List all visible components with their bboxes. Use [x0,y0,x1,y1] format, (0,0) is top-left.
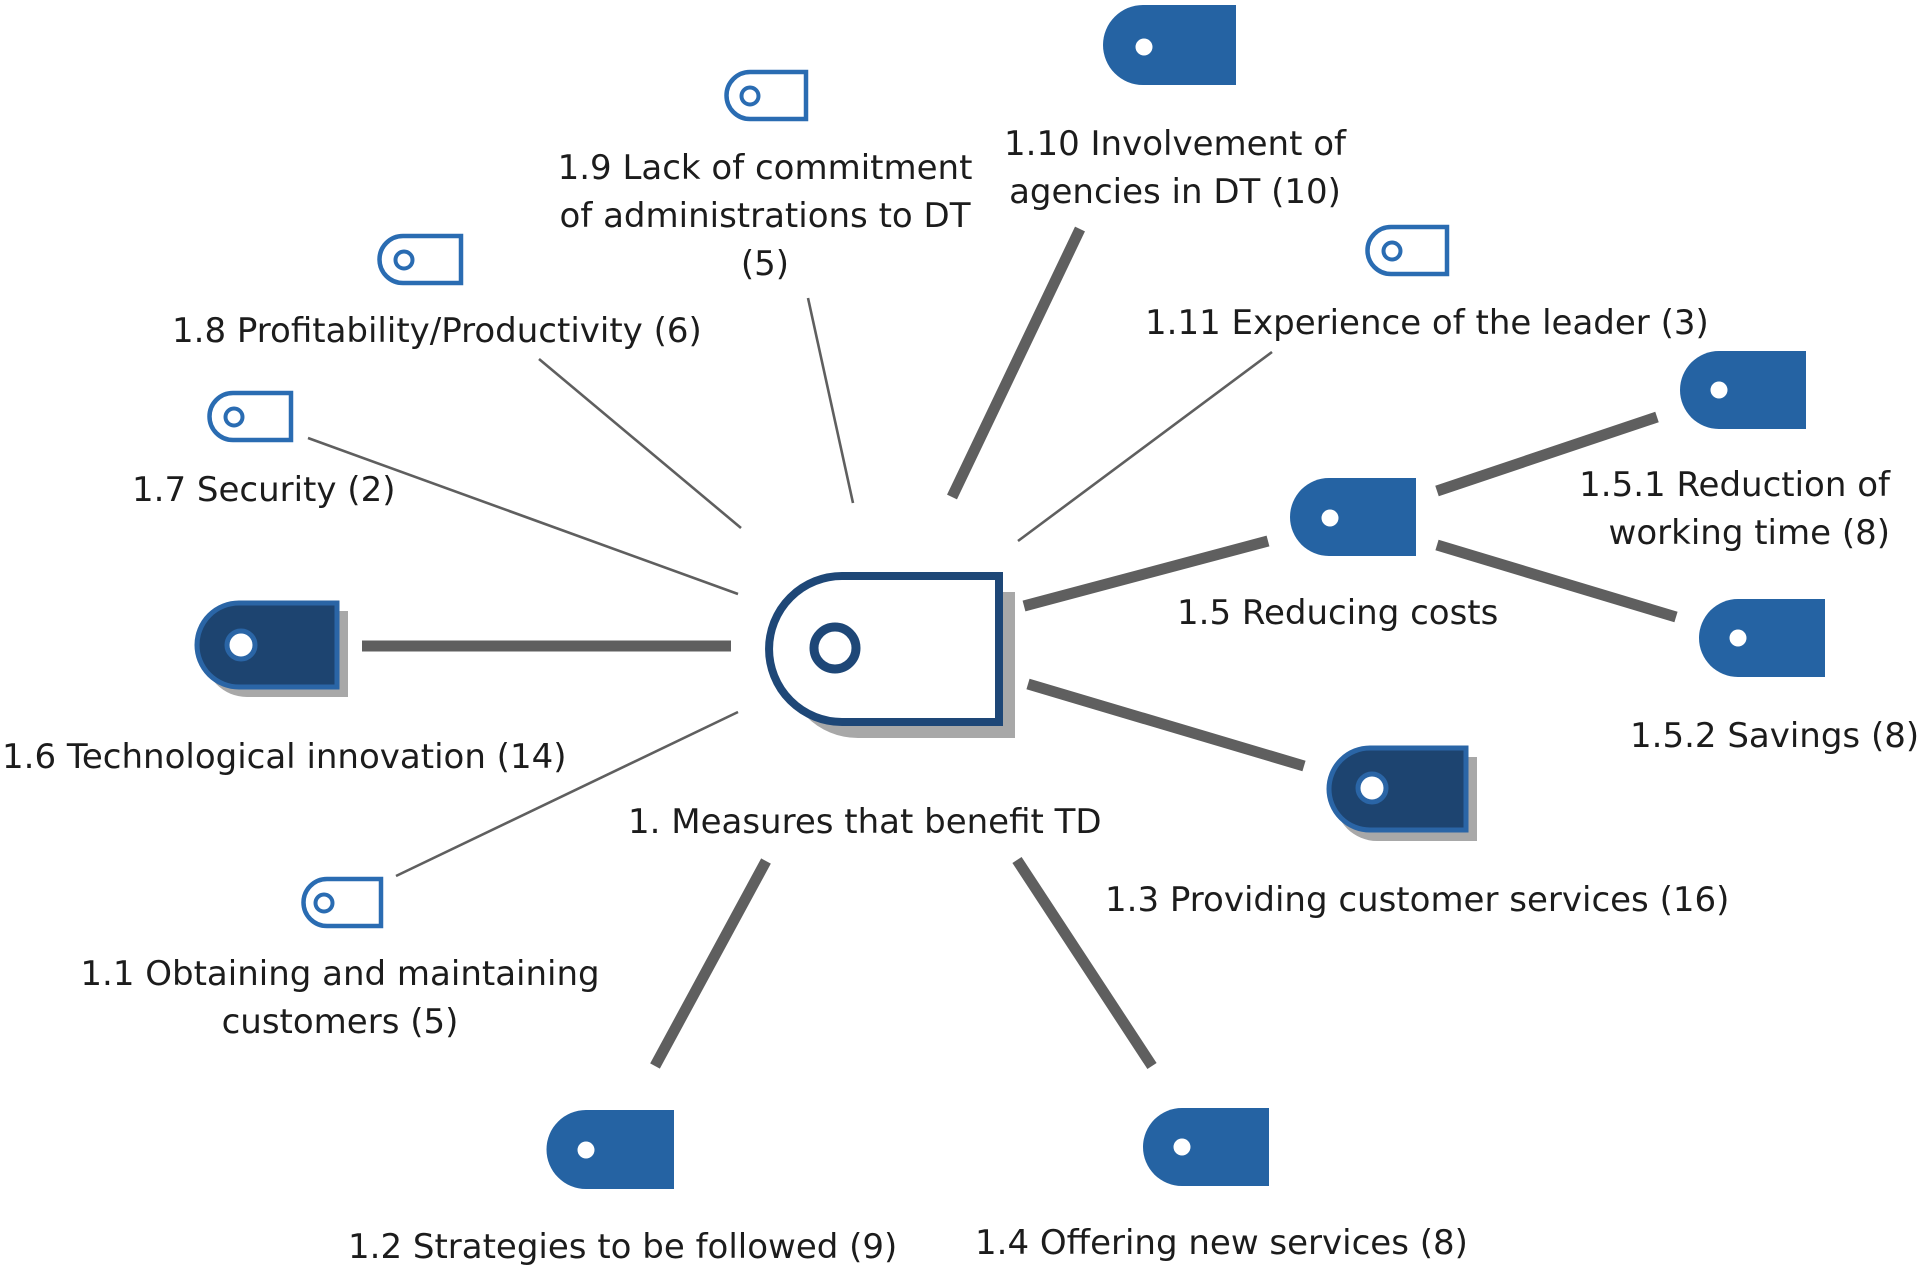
label-1-2: 1.2 Strategies to be followed (9) [348,1227,898,1267]
node-1-5-1-solid-icon [1680,351,1806,429]
node-1-4-solid-icon [1143,1108,1269,1186]
edge-center-to-1-8 [538,358,742,529]
edge-center-to-1-1 [395,710,739,878]
edge-center-to-1-7 [307,436,739,596]
node-1-6-dark-icon [194,600,348,697]
edge-center-to-1-3 [1026,678,1306,772]
node-1-1-outline-icon [301,876,384,929]
node-1-8-outline-icon [377,233,464,286]
label-1-8: 1.8 Profitability/Productivity (6) [172,311,702,351]
label-1-4: 1.4 Offering new services (8) [975,1223,1468,1263]
node-1-10-solid-icon [1103,5,1236,85]
node-1-5-solid-icon [1290,478,1416,556]
edge-center-to-1-4 [1012,856,1157,1070]
node-1-7-outline-icon [207,390,294,443]
label-1-11: 1.11 Experience of the leader (3) [1145,303,1709,343]
node-1-2-solid-icon [546,1110,674,1189]
edge-center-to-1-11 [1017,350,1273,543]
label-1-7: 1.7 Security (2) [132,470,396,510]
edge-center-to-1-9 [806,297,855,504]
edge-center-to-1-10 [947,226,1085,500]
label-center: 1. Measures that benefit TD [628,802,1102,842]
label-1-3: 1.3 Providing customer services (16) [1105,880,1730,920]
label-1-5-2: 1.5.2 Savings (8) [1630,716,1919,756]
center-node-icon [765,572,1015,738]
node-1-5-2-solid-icon [1699,599,1825,677]
label-1-6: 1.6 Technological innovation (14) [2,737,567,777]
edge-1-5-to-1-5-1 [1435,411,1659,497]
node-1-9-outline-icon [724,69,809,122]
edge-center-to-1-2 [650,858,771,1069]
node-1-3-dark-icon [1326,745,1477,841]
edge-center-to-1-5 [1022,535,1270,612]
edge-1-5-to-1-5-2 [1435,539,1678,623]
node-1-11-outline-icon [1365,224,1450,277]
label-1-5: 1.5 Reducing costs [1177,593,1499,633]
